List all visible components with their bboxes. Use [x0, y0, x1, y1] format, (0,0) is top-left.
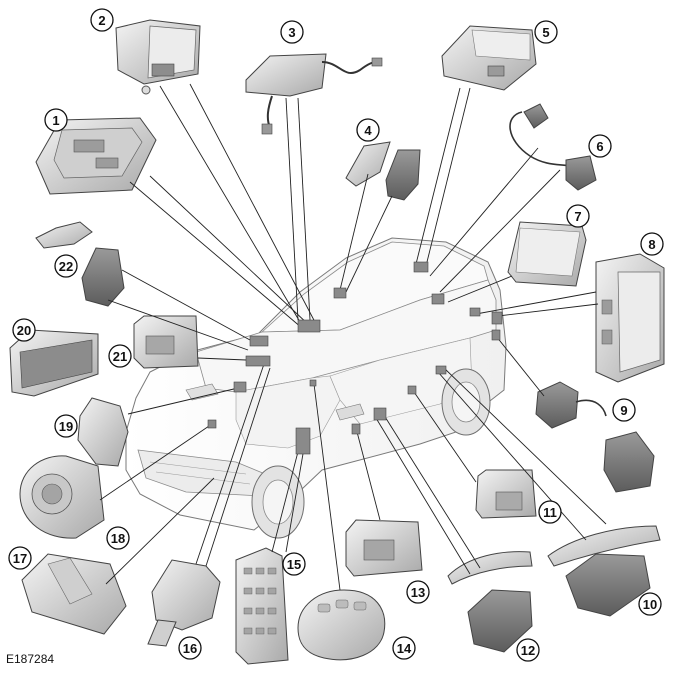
callout-5-label: 5 — [542, 25, 549, 40]
part-8-fuse-box-module — [595, 253, 665, 383]
part-17-bracket — [21, 553, 127, 635]
part-4-sensor-brackets — [345, 141, 421, 201]
callout-16-label: 16 — [183, 641, 197, 656]
part-6-actuator-with-cable — [509, 103, 597, 191]
callout-7: 7 — [566, 204, 590, 228]
part-2-control-module — [115, 19, 201, 95]
callout-9: 9 — [612, 398, 636, 422]
callout-8-label: 8 — [648, 237, 655, 252]
callout-6: 6 — [588, 134, 612, 158]
callout-11-label: 11 — [543, 505, 557, 520]
installed-components — [207, 261, 503, 455]
callout-2: 2 — [90, 8, 114, 32]
callout-21-label: 21 — [113, 349, 127, 364]
callout-20-label: 20 — [17, 323, 31, 338]
part-21-control-module — [133, 315, 199, 369]
callout-20: 20 — [12, 318, 36, 342]
callout-1-label: 1 — [52, 113, 59, 128]
callout-5: 5 — [534, 20, 558, 44]
callout-18: 18 — [106, 526, 130, 550]
callout-13-label: 13 — [411, 585, 425, 600]
callout-14: 14 — [392, 636, 416, 660]
leader-lines — [99, 83, 607, 591]
callout-6-label: 6 — [596, 139, 603, 154]
part-7-control-module — [507, 221, 587, 287]
callout-1: 1 — [44, 108, 68, 132]
callout-21: 21 — [108, 344, 132, 368]
part-22-latch-assembly — [35, 221, 125, 307]
callout-4: 4 — [356, 118, 380, 142]
callout-17: 17 — [8, 546, 32, 570]
part-12-door-handle-latch — [447, 551, 533, 653]
part-15-fuse-relay-box — [235, 547, 289, 665]
part-14-smart-key — [297, 589, 386, 661]
callout-8: 8 — [640, 232, 664, 256]
callout-18-label: 18 — [111, 531, 125, 546]
callout-15: 15 — [282, 552, 306, 576]
callout-3-label: 3 — [288, 25, 295, 40]
part-19-connector-module — [77, 397, 129, 467]
callout-14-label: 14 — [397, 641, 412, 656]
callout-10: 10 — [638, 592, 662, 616]
callout-4-label: 4 — [364, 123, 372, 138]
callout-3: 3 — [280, 20, 304, 44]
callout-22: 22 — [54, 254, 78, 278]
callout-9-label: 9 — [620, 403, 627, 418]
part-18-siren — [19, 455, 105, 539]
callout-11: 11 — [538, 500, 562, 524]
callout-17-label: 17 — [13, 551, 27, 566]
callout-12-label: 12 — [521, 643, 535, 658]
callout-16: 16 — [178, 636, 202, 660]
figure-reference: E187284 — [6, 652, 55, 666]
part-3-module-with-harness — [245, 53, 383, 135]
part-1-overhead-console — [35, 117, 157, 195]
callout-15-label: 15 — [287, 557, 301, 572]
callout-7-label: 7 — [574, 209, 581, 224]
part-16-sounder-with-bracket — [147, 559, 221, 647]
callout-13: 13 — [406, 580, 430, 604]
part-13-control-module — [345, 519, 423, 577]
part-20-display-unit — [9, 329, 99, 397]
callout-22-label: 22 — [59, 259, 73, 274]
part-9-latch-actuator — [535, 381, 655, 493]
callout-19: 19 — [54, 414, 78, 438]
part-10-door-handle-latch — [547, 525, 661, 617]
callout-2-label: 2 — [98, 13, 105, 28]
callout-12: 12 — [516, 638, 540, 662]
part-5-roof-module — [441, 25, 537, 91]
callout-10-label: 10 — [643, 597, 657, 612]
part-11-control-module — [475, 469, 537, 519]
callout-19-label: 19 — [59, 419, 73, 434]
